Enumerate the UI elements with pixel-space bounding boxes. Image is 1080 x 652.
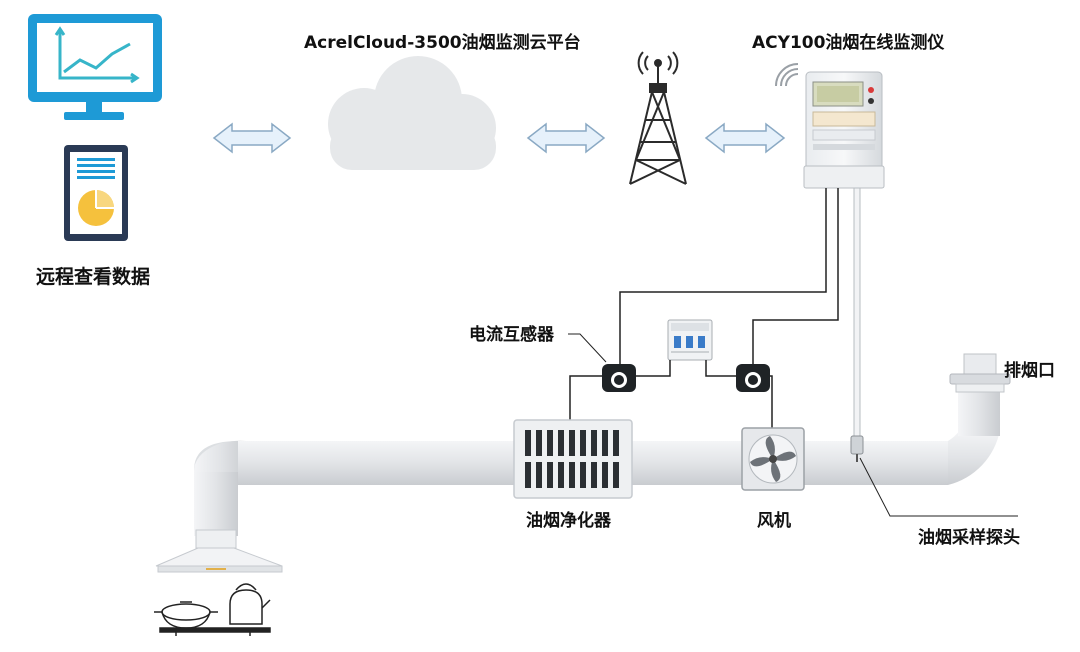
fan-label: 风机 — [757, 511, 791, 531]
signal-wires — [619, 188, 839, 368]
range-hood-icon — [155, 529, 283, 573]
exhaust-outlet-icon — [949, 353, 1011, 393]
circuit-breaker-icon — [667, 319, 713, 361]
exhaust-outlet-label: 排烟口 — [1004, 361, 1055, 381]
sampling-probe-label: 油烟采样探头 — [918, 528, 1020, 548]
probe-label-leader — [859, 457, 1018, 517]
stove-pots-icon — [154, 583, 271, 636]
current-transformer-icon — [736, 364, 770, 392]
current-transformer-icon — [602, 364, 636, 392]
fan-icon — [741, 427, 805, 491]
tablet-report-icon — [64, 145, 128, 241]
bidirectional-arrow-icon — [526, 122, 606, 154]
ct-label-leader — [568, 333, 607, 363]
purifier-label: 油烟净化器 — [526, 511, 611, 531]
desktop-monitor-chart-icon — [28, 14, 162, 120]
cloud-icon — [328, 56, 496, 170]
signal-tower-icon — [629, 51, 687, 185]
online-monitor-device-icon — [775, 63, 885, 189]
sampling-probe-icon — [850, 435, 864, 462]
monitor-device-label: ACY100油烟在线监测仪 — [752, 33, 945, 53]
remote-view-label: 远程查看数据 — [36, 266, 151, 288]
cloud-platform-label: AcrelCloud-3500油烟监测云平台 — [304, 33, 581, 53]
bidirectional-arrow-icon — [212, 122, 292, 154]
oil-fume-purifier-icon — [513, 419, 633, 499]
bidirectional-arrow-icon — [704, 122, 786, 154]
current-transformer-label: 电流互感器 — [469, 325, 554, 345]
sampling-tube — [853, 187, 861, 439]
